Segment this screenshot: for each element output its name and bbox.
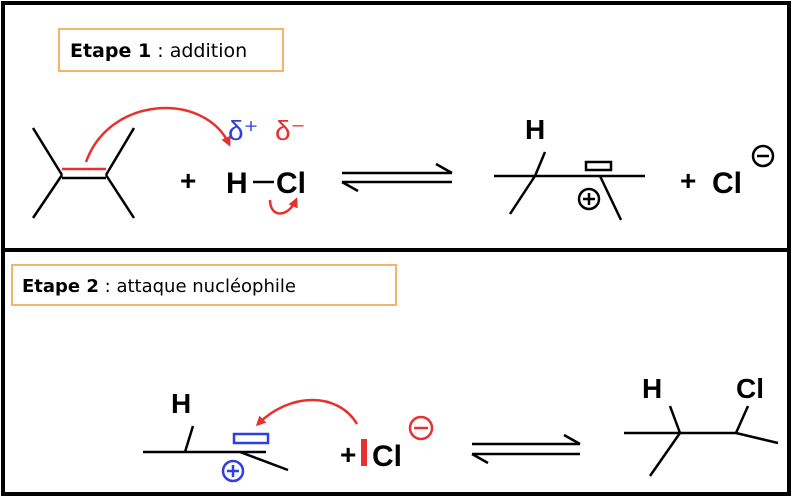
step1-plus-1: +	[180, 165, 196, 196]
step1-label-box	[58, 28, 284, 72]
product-c-h-bond	[668, 405, 682, 434]
step1-label-rest: : addition	[151, 40, 247, 62]
product-c-cl-bond	[734, 405, 750, 434]
delta-plus: δ⁺	[228, 115, 258, 146]
equilibrium-arrow-2	[471, 433, 581, 465]
equilibrium-arrow-1	[341, 162, 453, 193]
chloride-lone-pair	[361, 439, 367, 466]
carbocation-c-h-bond	[533, 151, 547, 177]
pi-to-h-arrow	[84, 106, 231, 163]
step1-section: Etape 1 : addition + δ⁺ δ⁻ H Cl	[31, 28, 775, 221]
alkene-bond-lower-right	[104, 174, 136, 219]
hcl-cl: Cl	[276, 167, 306, 200]
product-cl: Cl	[736, 373, 764, 404]
delta-minus: δ⁻	[275, 115, 305, 146]
step2-negative-charge-circle	[408, 415, 434, 441]
bond-to-cl-arrow	[268, 197, 298, 215]
eq1-forward-head	[435, 162, 453, 175]
eq1-back-head	[341, 180, 359, 193]
step2-label: Etape 2 : attaque nucléophile	[22, 276, 296, 297]
product-lower-methyl	[648, 432, 682, 477]
alkene-bond-lower-left	[31, 174, 64, 219]
product-h: H	[642, 373, 662, 404]
hcl-h: H	[226, 167, 248, 200]
step2-chloride: Cl	[372, 440, 402, 473]
alkene-bond-upper-left	[31, 127, 64, 176]
carbocation-product	[494, 151, 645, 221]
step2-cation-h: H	[171, 388, 191, 419]
carbocation-h: H	[525, 114, 545, 145]
carbocation-branch-right	[598, 175, 623, 221]
negative-charge-circle	[751, 144, 775, 168]
step2-label-bold: Etape 2	[22, 276, 99, 297]
positive-charge-circle	[577, 187, 601, 211]
step2-c-h-bond	[183, 425, 195, 453]
step1-plus-2: +	[680, 165, 696, 196]
step2-positive-charge-circle	[221, 459, 245, 483]
eq2-back-head	[471, 452, 489, 465]
step2-plus: +	[340, 439, 356, 470]
product-right-methyl	[735, 431, 779, 445]
step2-label-rest: : attaque nucléophile	[99, 276, 296, 297]
empty-orbital-box	[584, 160, 613, 172]
final-product	[624, 405, 779, 477]
step2-empty-orbital-box	[232, 432, 270, 445]
step2-negative-charge	[408, 415, 434, 441]
step1-label: Etape 1 : addition	[70, 40, 247, 62]
step1-label-bold: Etape 1	[70, 40, 151, 62]
step1-chloride: Cl	[712, 167, 742, 200]
step2-label-box	[11, 264, 397, 306]
eq2-forward-head	[563, 433, 581, 446]
step2-carbocation	[143, 425, 289, 483]
step1-negative-charge	[751, 144, 775, 168]
nucleophile-attack-arrow	[255, 398, 359, 427]
alkene	[31, 127, 136, 219]
step2-cation-branch	[239, 450, 289, 472]
step2-section: Etape 2 : attaque nucléophile H + Cl	[11, 264, 779, 483]
carbocation-branch-left	[508, 175, 537, 215]
alkene-bond-upper-right	[104, 127, 136, 176]
